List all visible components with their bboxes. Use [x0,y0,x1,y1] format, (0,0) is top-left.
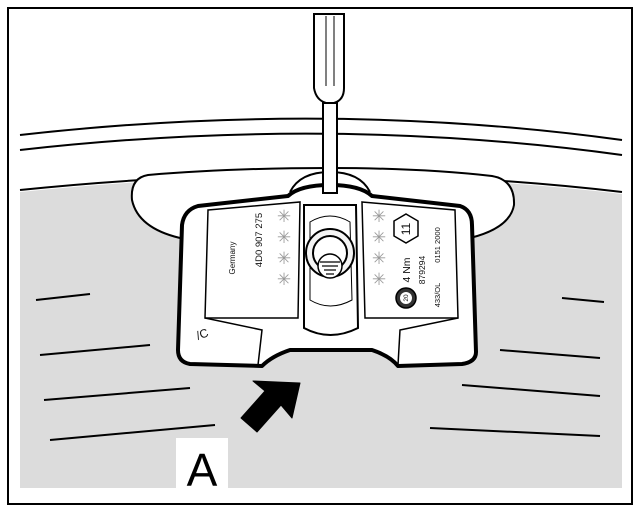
corner-mark: /C [194,325,210,342]
svg-text:20: 20 [403,294,410,302]
screwdriver [313,13,345,194]
sensor-lower-facet-right [397,317,459,366]
direction-arrow [240,380,301,433]
svg-text:✳: ✳ [372,270,386,290]
svg-text:11: 11 [399,222,413,235]
star-marks-left: ✳ ✳ ✳ ✳ [277,207,291,290]
svg-text:✳: ✳ [277,228,291,248]
torque-hex-badge: 11 [393,213,419,244]
svg-text:✳: ✳ [277,270,291,290]
callout-box [176,438,228,494]
part-number-text: 4D0 907 275 [254,213,265,267]
serial-text: 879294 [417,256,427,285]
star-marks-right: ✳ ✳ ✳ ✳ [372,207,386,290]
svg-text:✳: ✳ [372,228,386,248]
valve-channel-inner [309,215,353,307]
svg-text:✳: ✳ [372,249,386,269]
sensor-left-panel [204,201,301,319]
svg-text:✳: ✳ [277,249,291,269]
tread-lines-left [35,293,216,441]
model-code-text: 433/OL [433,283,442,308]
svg-text:✳: ✳ [277,207,291,227]
round-badge: 20 [395,287,417,309]
valve-nut [305,228,355,279]
origin-text: Germany [228,242,237,275]
tread-lines-right [429,297,605,437]
torque-text: 4 Nm [401,257,413,282]
sensor-lower-facet-left [204,317,263,366]
svg-text:✳: ✳ [372,207,386,227]
date-code-text: 0151 2000 [433,227,442,262]
callout-label: A [187,444,218,496]
